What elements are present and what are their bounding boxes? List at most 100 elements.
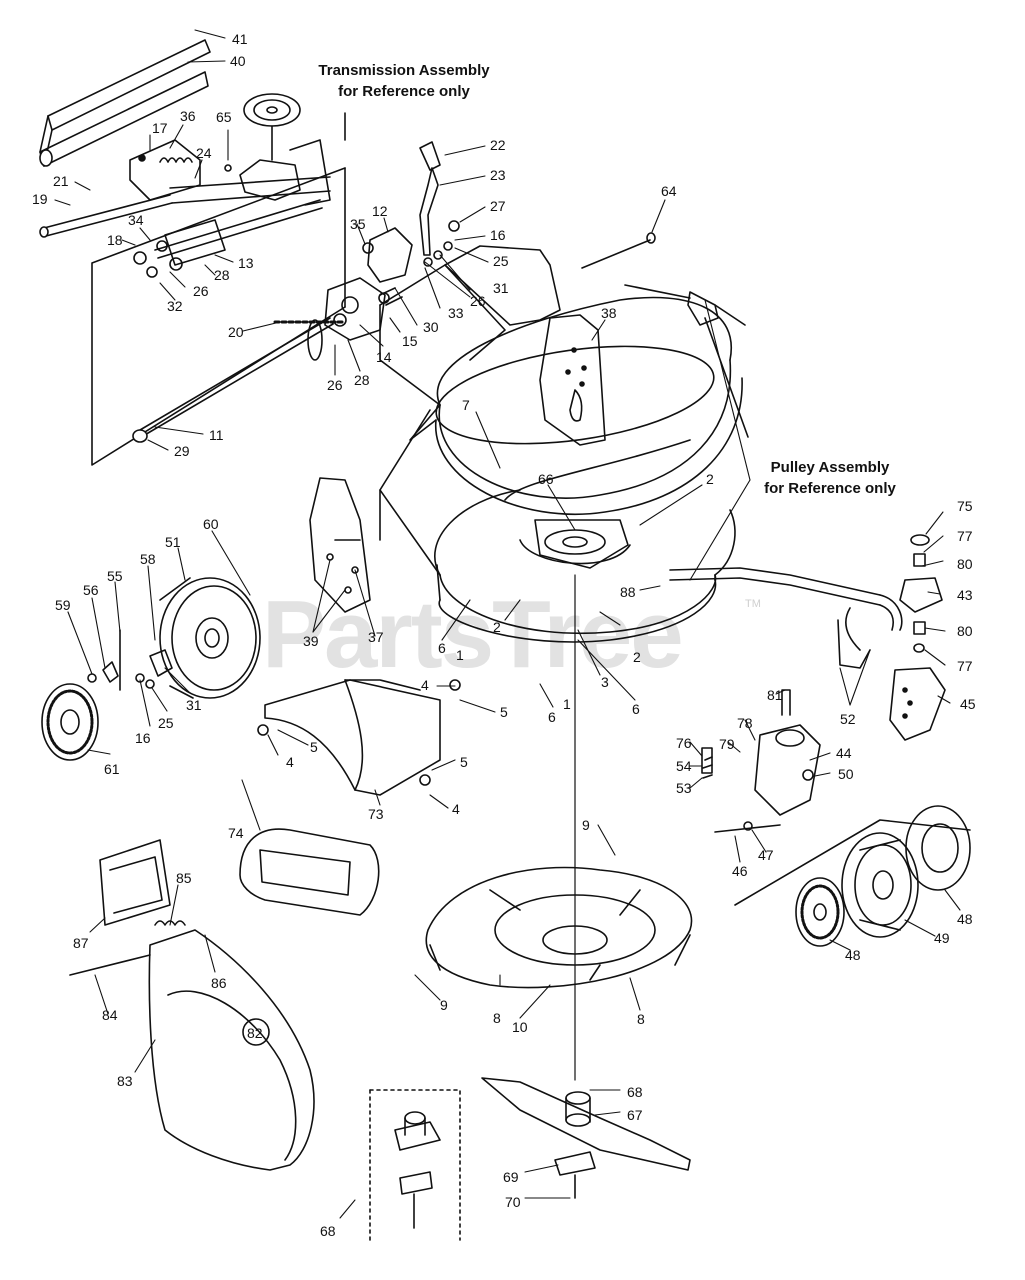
pulley-note-line2: for Reference only (764, 480, 896, 497)
part-38-bracket-plate (539, 314, 606, 446)
part-10-baffle (425, 866, 693, 989)
callout-67: 67 (627, 1107, 643, 1123)
wheel-frame-line (734, 819, 971, 906)
callout-35: 35 (350, 216, 366, 232)
part-39-37-bracket (309, 477, 371, 613)
callout-46: 46 (732, 863, 748, 879)
transmission-note-line2: for Reference only (338, 83, 470, 100)
callout-30: 30 (423, 319, 439, 335)
callout-31-low: 31 (186, 697, 202, 713)
callout-58: 58 (140, 551, 156, 567)
callout-54: 54 (676, 758, 692, 774)
callout-31-top: 31 (493, 280, 509, 296)
callout-47: 47 (758, 847, 774, 863)
callout-45: 45 (960, 696, 976, 712)
callout-60: 60 (203, 516, 219, 532)
callout-24: 24 (196, 145, 212, 161)
callout-28-top: 28 (214, 267, 230, 283)
callout-4-low: 4 (452, 801, 460, 817)
callout-16-top: 16 (490, 227, 506, 243)
pulley-assembly-cable (624, 284, 749, 438)
callout-43: 43 (957, 587, 973, 603)
callout-70: 70 (505, 1194, 521, 1210)
part-11-axle (132, 317, 334, 443)
callout-4-top: 4 (421, 677, 429, 693)
transmission-assembly-note: Transmission Assembly for Reference only (298, 60, 510, 102)
leader-lines (54, 29, 961, 1219)
callout-56: 56 (83, 582, 99, 598)
callout-87: 87 (73, 935, 89, 951)
part-19-rod (39, 176, 331, 238)
callout-64: 64 (661, 183, 677, 199)
part-51-wheel (159, 577, 261, 699)
part-69-70-hardware (554, 1151, 596, 1199)
callout-6-left: 6 (438, 640, 446, 656)
part-61-hubcap (41, 683, 99, 761)
callout-55: 55 (107, 568, 123, 584)
callout-76: 76 (676, 735, 692, 751)
callout-2-pulley: 2 (706, 471, 714, 487)
callout-65: 65 (216, 109, 232, 125)
inset-68-adapter (369, 1089, 461, 1241)
callout-80-top: 80 (957, 556, 973, 572)
callout-69: 69 (503, 1169, 519, 1185)
callout-26-mid: 26 (470, 293, 486, 309)
callout-74: 74 (228, 825, 244, 841)
callout-39: 39 (303, 633, 319, 649)
callout-8-right: 8 (637, 1011, 645, 1027)
callout-33: 33 (448, 305, 464, 321)
callout-53: 53 (676, 780, 692, 796)
callout-82: 82 (247, 1025, 263, 1041)
callout-28-low: 28 (354, 372, 370, 388)
part-48-hubcap-front (795, 877, 845, 947)
part-67-blade (481, 1077, 691, 1171)
part-48-hubcap-rear (905, 805, 971, 891)
callout-17: 17 (152, 120, 168, 136)
callout-6-right: 6 (632, 701, 640, 717)
callout-88: 88 (620, 584, 636, 600)
callout-5-left: 5 (310, 739, 318, 755)
transmission-pulley (224, 93, 331, 206)
callout-12: 12 (372, 203, 388, 219)
callout-84: 84 (102, 1007, 118, 1023)
callout-36: 36 (180, 108, 196, 124)
callout-59: 59 (55, 597, 71, 613)
callout-44: 44 (836, 745, 852, 761)
part-40-41-handle-bar (39, 39, 211, 167)
callout-9-low: 9 (440, 997, 448, 1013)
part-22-23-shift-lever (419, 141, 460, 267)
callout-50: 50 (838, 766, 854, 782)
callout-52: 52 (840, 711, 856, 727)
callout-26-low: 26 (327, 377, 343, 393)
callout-2-left: 2 (493, 619, 501, 635)
callout-51: 51 (165, 534, 181, 550)
callout-19: 19 (32, 191, 48, 207)
callout-66: 66 (538, 471, 554, 487)
callout-14: 14 (376, 349, 392, 365)
callout-41: 41 (232, 31, 248, 47)
transmission-note-line1: Transmission Assembly (318, 62, 490, 79)
part-7-mower-deck (379, 245, 743, 643)
part-49-wheel (841, 832, 919, 938)
watermark-trademark: TM (745, 598, 761, 610)
callout-73: 73 (368, 806, 384, 822)
callout-18: 18 (107, 232, 123, 248)
callout-3: 3 (601, 674, 609, 690)
part-84-rod (69, 954, 151, 976)
part-14-gear-housing (324, 277, 386, 341)
callout-48-right: 48 (957, 911, 973, 927)
callout-83: 83 (117, 1073, 133, 1089)
callout-8-left: 8 (493, 1010, 501, 1026)
part-13-shaft (133, 199, 323, 278)
pulley-assembly-note: Pulley Assembly for Reference only (747, 457, 913, 499)
part-64-pin (581, 232, 656, 269)
part-73-chute (257, 679, 461, 796)
callout-4-left: 4 (286, 754, 294, 770)
callout-20: 20 (228, 324, 244, 340)
part-87-bag-frame (99, 839, 186, 926)
part-74-deflector (239, 828, 380, 916)
callout-5-top: 5 (500, 704, 508, 720)
callout-5-low: 5 (460, 754, 468, 770)
callout-68-inset: 68 (320, 1223, 336, 1239)
